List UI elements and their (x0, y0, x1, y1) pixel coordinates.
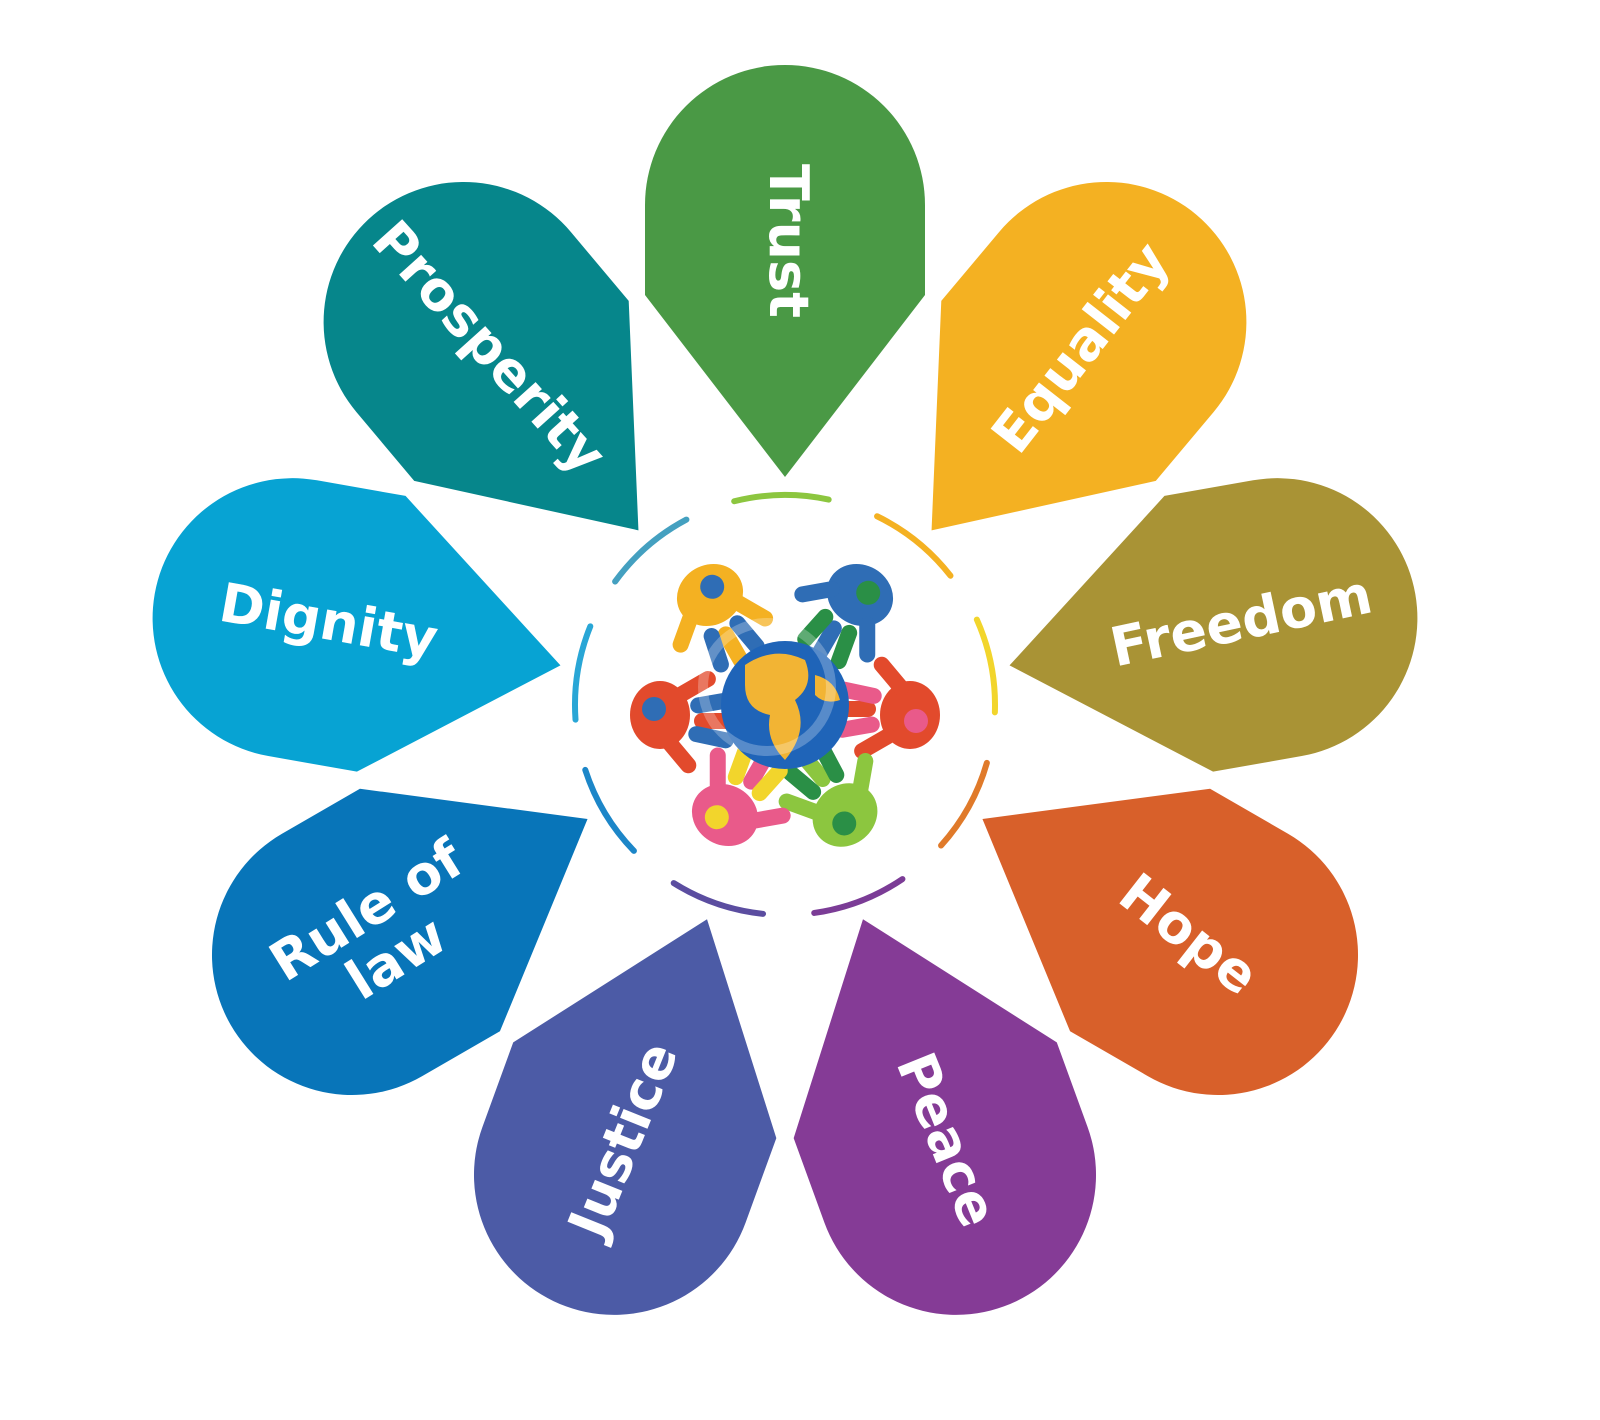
ring-arc (670, 880, 767, 917)
ring-arc (572, 623, 594, 723)
petal-trust-shape (645, 65, 925, 477)
ring-arc (582, 766, 637, 854)
ring-arc (612, 516, 690, 585)
hand-icon (691, 740, 791, 847)
petal-hope (982, 788, 1359, 1095)
petal-freedom (1009, 478, 1418, 772)
petal-rule-of-law-shape (211, 788, 588, 1095)
petal-equality (931, 182, 1247, 531)
ring-arc (973, 616, 998, 716)
center-emblem (572, 492, 998, 917)
globe-icon (698, 618, 849, 769)
petal-equality-shape (931, 182, 1247, 531)
petal-prosperity (323, 182, 639, 531)
hand-icon (672, 563, 774, 673)
petal-trust (645, 65, 925, 477)
petal-hope-shape (982, 788, 1359, 1095)
petal-dignity (152, 478, 561, 772)
petal-trust-label: Trust (757, 164, 820, 318)
petal-freedom-shape (1009, 478, 1418, 772)
ring-arc (874, 513, 954, 579)
ring-arc (731, 492, 832, 505)
petal-peace-shape (793, 919, 1097, 1315)
petal-justice (473, 919, 777, 1315)
hand-icon (794, 563, 894, 670)
ring-arc (811, 876, 906, 916)
petal-dignity-shape (152, 478, 561, 772)
petal-rule-of-law (211, 788, 588, 1095)
hand-icon (630, 671, 740, 774)
ring-arc (938, 759, 990, 849)
petal-prosperity-shape (323, 182, 639, 531)
petal-peace (793, 919, 1097, 1315)
petal-justice-shape (473, 919, 777, 1315)
